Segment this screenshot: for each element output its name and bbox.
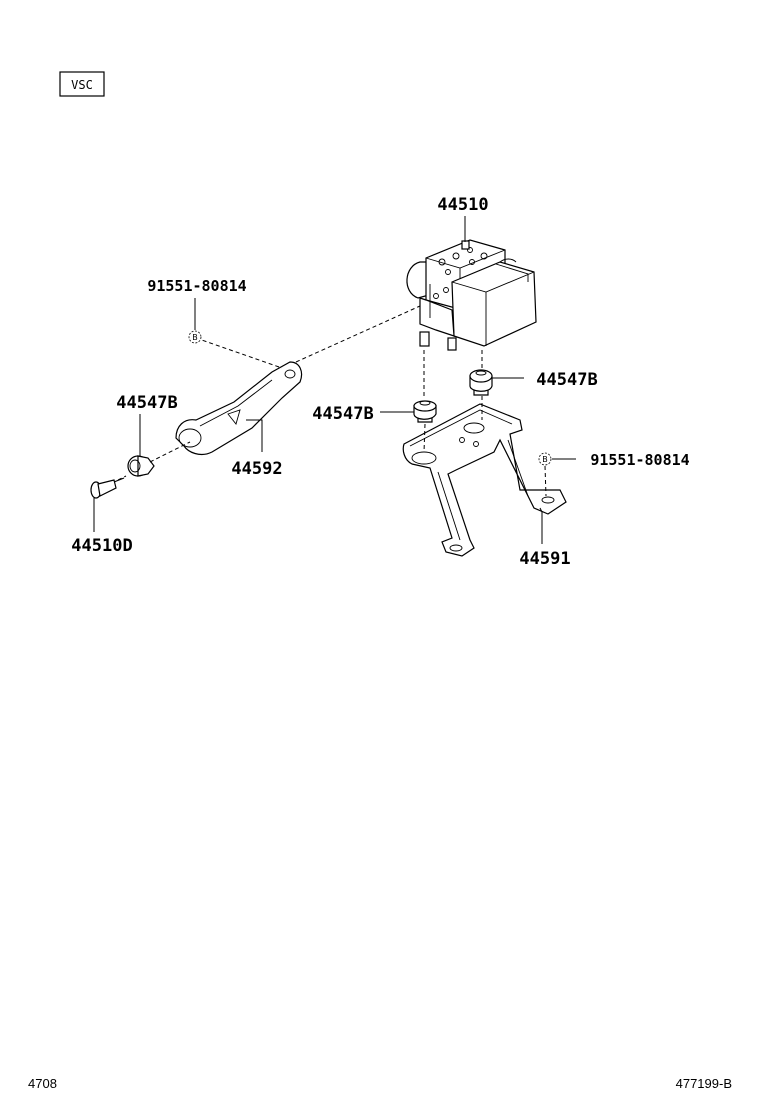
part-label-bracket-front: 44592 bbox=[231, 459, 282, 479]
part-label-cushion-mid: 44547B bbox=[312, 404, 373, 424]
cushion-mid-drawing bbox=[413, 400, 437, 423]
screw-drawing bbox=[90, 477, 125, 499]
part-label-screw: 44510D bbox=[71, 536, 132, 556]
bracket-main-drawing bbox=[402, 403, 567, 557]
leader-lines bbox=[93, 216, 576, 544]
vsc-tag-label: VSC bbox=[71, 78, 93, 92]
part-label-cushion-upper-left: 44547B bbox=[116, 393, 177, 413]
bolt-left-symbol: B bbox=[188, 330, 202, 344]
vsc-tag-frame bbox=[59, 71, 105, 97]
footer-figure-code: 477199-B bbox=[676, 1076, 732, 1091]
footer-page-code: 4708 bbox=[28, 1076, 57, 1091]
part-label-actuator: 44510 bbox=[437, 195, 488, 215]
part-label-bolt-left: 91551-80814 bbox=[147, 277, 246, 295]
bolt-left-letter: B bbox=[192, 333, 198, 342]
part-label-cushion-right: 44547B bbox=[536, 370, 597, 390]
part-label-bracket-main: 44591 bbox=[519, 549, 570, 569]
bracket-front-drawing bbox=[175, 361, 303, 456]
actuator-drawing bbox=[406, 239, 537, 351]
assembly-lines bbox=[117, 305, 547, 497]
vsc-tag: VSC bbox=[59, 71, 105, 97]
part-label-bolt-right: 91551-80814 bbox=[590, 451, 689, 469]
bolt-right-letter: B bbox=[542, 455, 548, 464]
cushion-right-drawing bbox=[469, 369, 493, 396]
bolt-right-symbol: B bbox=[538, 452, 552, 466]
cushion-left-drawing bbox=[127, 455, 155, 477]
